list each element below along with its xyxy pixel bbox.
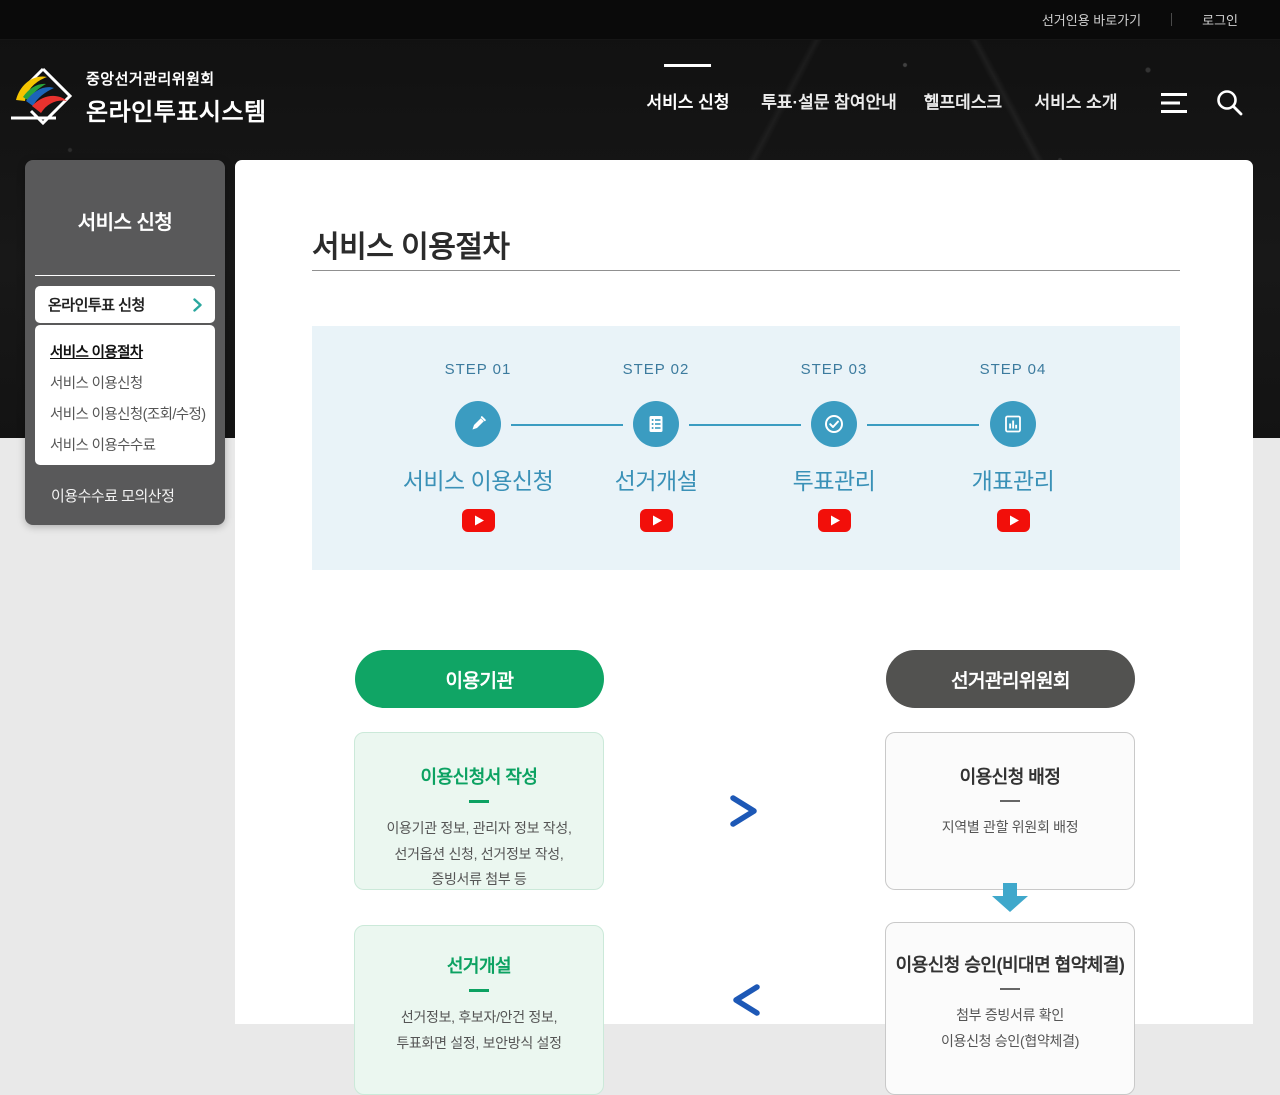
topbar-divider	[1171, 13, 1173, 26]
dash-divider	[1000, 988, 1020, 990]
ballot-box-logo-icon	[11, 67, 73, 126]
list-icon	[633, 401, 679, 447]
step-connector	[689, 424, 801, 426]
arrow-down-icon	[992, 883, 1028, 912]
bar-chart-icon	[990, 401, 1036, 447]
step-3-label: 투표관리	[792, 468, 876, 494]
step-2-number: STEP 02	[622, 361, 690, 378]
logo-org-name: 중앙선거관리위원회	[86, 70, 215, 88]
flow-box-line: 지역별 관할 위원회 배정	[941, 819, 1079, 835]
chevron-right-icon	[193, 297, 202, 312]
sidebar-section-label: 온라인투표 신청	[48, 297, 145, 314]
flow-box-title: 이용신청 승인(비대면 협약체결)	[895, 955, 1125, 975]
flow-box-line: 이용신청 승인(협약체결)	[940, 1032, 1080, 1049]
dash-divider	[1000, 800, 1020, 802]
dash-divider	[469, 989, 489, 992]
flow-box-application-write: 이용신청서 작성 이용기관 정보, 관리자 정보 작성, 선거옵션 신청, 선거…	[354, 732, 604, 890]
step-2: STEP 02 선거개설	[567, 362, 745, 532]
login-link[interactable]: 로그인	[1202, 13, 1238, 28]
step-1: STEP 01 서비스 이용신청	[389, 362, 567, 532]
logo[interactable]: 중앙선거관리위원회 온라인투표시스템	[10, 64, 267, 130]
sidebar-item-service-fee[interactable]: 서비스 이용수수료	[50, 438, 156, 454]
logo-text: 중앙선거관리위원회 온라인투표시스템	[86, 68, 267, 127]
step-2-label: 선거개설	[614, 468, 698, 494]
menu-icon[interactable]	[1161, 92, 1187, 114]
step-1-label: 서비스 이용신청	[402, 468, 554, 494]
flow-box-line: 첨부 증빙서류 확인	[956, 1007, 1064, 1023]
sidebar-section-online-vote[interactable]: 온라인투표 신청	[35, 286, 215, 323]
arrow-right-icon	[635, 795, 757, 827]
content-panel: 서비스 이용절차 STEP 01 서비스 이용신청 STEP 02 선거개설	[235, 160, 1253, 1095]
election-commission-header: 선거관리위원회	[886, 650, 1135, 708]
sidebar-title: 서비스 신청	[77, 212, 173, 234]
dash-divider	[469, 800, 489, 803]
flow-box-title: 이용신청 배정	[959, 767, 1061, 787]
flow-box-line: 증빙서류 첨부 등	[431, 871, 527, 887]
nav-helpdesk[interactable]: 헬프데스크	[923, 93, 1003, 112]
flow-box-line: 이용기관 정보, 관리자 정보 작성,	[386, 820, 572, 836]
flow-box-title: 선거개설	[446, 956, 512, 976]
logo-system-name: 온라인투표시스템	[86, 98, 267, 126]
arrow-left-icon	[733, 984, 855, 1016]
sidebar-divider	[35, 275, 215, 276]
step-3-number: STEP 03	[800, 361, 868, 378]
nav-vote-guide[interactable]: 투표·설문 참여안내	[761, 93, 897, 112]
flow-box-application-assign: 이용신청 배정 지역별 관할 위원회 배정	[885, 732, 1135, 890]
user-org-header: 이용기관	[355, 650, 604, 708]
flow-box-title: 이용신청서 작성	[420, 767, 538, 787]
youtube-icon[interactable]	[461, 509, 495, 532]
sidebar-item-service-apply[interactable]: 서비스 이용신청	[50, 376, 143, 392]
flow-box-line: 투표화면 설정, 보안방식 설정	[396, 1034, 562, 1051]
step-connector	[511, 424, 623, 426]
flow-box-line: 선거옵션 신청, 선거정보 작성,	[394, 845, 564, 862]
youtube-icon[interactable]	[996, 509, 1030, 532]
step-1-number: STEP 01	[444, 361, 512, 378]
sidebar-item-service-apply-edit[interactable]: 서비스 이용신청(조회/수정)	[50, 407, 206, 423]
step-4-label: 개표관리	[971, 468, 1055, 494]
check-circle-icon	[811, 401, 857, 447]
step-4: STEP 04 개표관리	[924, 362, 1102, 532]
step-4-number: STEP 04	[979, 361, 1047, 378]
page-title: 서비스 이용절차	[312, 231, 510, 264]
sidebar-submenu: 서비스 이용절차 서비스 이용신청 서비스 이용신청(조회/수정) 서비스 이용…	[35, 325, 215, 465]
flow-box-application-approve: 이용신청 승인(비대면 협약체결) 첨부 증빙서류 확인 이용신청 승인(협약체…	[885, 922, 1135, 1095]
sidebar-item-fee-simulation[interactable]: 이용수수료 모의산정	[51, 488, 175, 505]
youtube-icon[interactable]	[817, 509, 851, 532]
nav-service-apply[interactable]: 서비스 신청	[647, 88, 730, 113]
service-steps-strip: STEP 01 서비스 이용신청 STEP 02 선거개설 STEP 03	[312, 326, 1180, 570]
utility-bar: 선거인용 바로가기 로그인	[0, 0, 1280, 40]
youtube-icon[interactable]	[639, 509, 673, 532]
step-3: STEP 03 투표관리	[745, 362, 923, 532]
flow-box-line: 선거정보, 후보자/안건 정보,	[400, 1009, 558, 1025]
nav-service-intro[interactable]: 서비스 소개	[1034, 93, 1118, 112]
main-header: 중앙선거관리위원회 온라인투표시스템 서비스 신청 투표·설문 참여안내 헬프데…	[0, 40, 1280, 160]
voter-shortcut-link[interactable]: 선거인용 바로가기	[1041, 13, 1142, 28]
step-connector	[867, 424, 979, 426]
search-icon[interactable]	[1215, 88, 1243, 116]
sidebar: 서비스 신청 온라인투표 신청 서비스 이용절차 서비스 이용신청 서비스 이용…	[25, 160, 225, 525]
title-rule	[312, 270, 1180, 271]
sidebar-item-service-procedure[interactable]: 서비스 이용절차	[50, 345, 143, 361]
flow-box-election-create: 선거개설 선거정보, 후보자/안건 정보, 투표화면 설정, 보안방식 설정	[354, 925, 604, 1095]
pencil-icon	[455, 401, 501, 447]
